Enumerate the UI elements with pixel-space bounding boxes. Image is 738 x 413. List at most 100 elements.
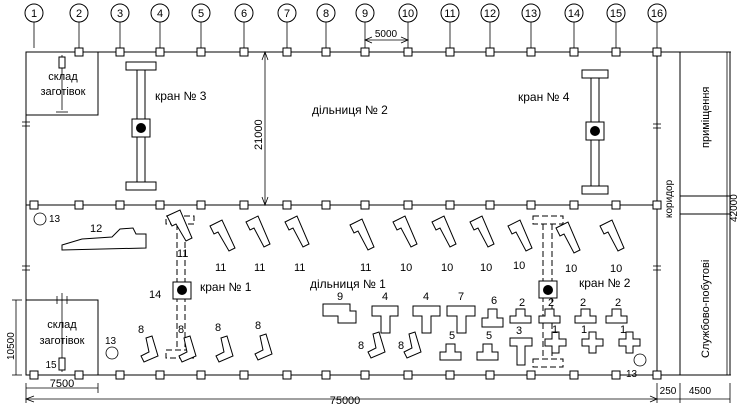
svg-text:11: 11 bbox=[215, 262, 226, 274]
svg-text:7: 7 bbox=[458, 291, 464, 303]
machine-13-right bbox=[633, 353, 647, 367]
svg-text:7: 7 bbox=[284, 8, 290, 20]
svg-text:8: 8 bbox=[255, 320, 261, 332]
premises-label: приміщення bbox=[700, 87, 712, 148]
svg-text:21000: 21000 bbox=[253, 119, 265, 150]
crane-3: кран № 3 bbox=[125, 61, 207, 191]
crane-4: кран № 4 bbox=[518, 69, 609, 195]
axis-markers: 1 2 3 4 5 6 7 8 9 10 11 12 13 14 15 16 bbox=[24, 3, 667, 48]
machine-5: 5 bbox=[476, 330, 499, 361]
span-dimension: 21000 bbox=[253, 50, 269, 207]
axis-10: 10 bbox=[398, 3, 418, 48]
svg-text:13: 13 bbox=[626, 369, 638, 380]
svg-text:1: 1 bbox=[620, 324, 626, 336]
svg-text:заготівок: заготівок bbox=[41, 86, 86, 98]
machine-13-bottom-left bbox=[105, 346, 119, 360]
total-height-dimension: 42000 bbox=[723, 51, 738, 376]
columns bbox=[29, 47, 662, 380]
svg-text:6: 6 bbox=[241, 8, 247, 20]
storage-bottom: склад заготівок 15 bbox=[25, 293, 99, 376]
machine-11 bbox=[209, 219, 236, 252]
svg-text:2: 2 bbox=[548, 297, 554, 309]
machine-2: 2 bbox=[574, 297, 597, 324]
machine-10 bbox=[599, 219, 625, 252]
svg-text:10: 10 bbox=[513, 260, 525, 272]
svg-text:11: 11 bbox=[444, 8, 455, 20]
svg-text:9: 9 bbox=[362, 8, 368, 20]
svg-text:13: 13 bbox=[525, 8, 537, 20]
section-1-label: дільниця № 1 bbox=[310, 277, 386, 291]
svg-text:4: 4 bbox=[157, 8, 163, 20]
svg-text:14: 14 bbox=[568, 8, 580, 20]
svg-text:8: 8 bbox=[358, 340, 364, 352]
svg-text:11: 11 bbox=[254, 262, 265, 274]
machine-10 bbox=[431, 215, 457, 248]
svg-text:14: 14 bbox=[149, 289, 161, 301]
axis-7: 7 bbox=[277, 3, 297, 48]
svg-text:10: 10 bbox=[610, 263, 622, 275]
svg-text:5: 5 bbox=[198, 8, 204, 20]
svg-text:15: 15 bbox=[610, 8, 622, 20]
svg-text:13: 13 bbox=[49, 214, 61, 225]
svg-text:1: 1 bbox=[581, 324, 587, 336]
svg-text:9: 9 bbox=[337, 291, 343, 303]
machine-11 bbox=[245, 215, 271, 248]
axis-2: 2 bbox=[69, 3, 89, 48]
axis-11: 11 bbox=[440, 3, 460, 48]
storage-height-dimension: 10500 bbox=[6, 299, 22, 376]
axis-14: 14 bbox=[564, 3, 584, 48]
axis-15: 15 bbox=[606, 3, 626, 48]
crane-1: 14 кран № 1 bbox=[149, 215, 252, 359]
svg-text:2: 2 bbox=[580, 297, 586, 309]
svg-text:5000: 5000 bbox=[375, 29, 398, 40]
svg-text:8: 8 bbox=[398, 340, 404, 352]
axis-3: 3 bbox=[110, 3, 130, 48]
machine-row-11-10: 11 11 11 11 11 10 10 10 10 10 Службово-п… bbox=[166, 209, 625, 275]
machine-10 bbox=[507, 219, 533, 252]
svg-text:42000: 42000 bbox=[729, 194, 738, 222]
machine-1: 1 bbox=[544, 324, 567, 354]
svg-text:3: 3 bbox=[117, 8, 123, 20]
svg-text:4: 4 bbox=[423, 291, 429, 303]
bay-dimension: 5000 bbox=[363, 29, 410, 44]
machine-10 bbox=[392, 215, 418, 248]
svg-text:11: 11 bbox=[360, 262, 371, 274]
axis-13: 13 bbox=[521, 3, 541, 48]
svg-text:2: 2 bbox=[76, 8, 82, 20]
machine-11 bbox=[166, 209, 193, 242]
machine-4: 4 bbox=[371, 291, 399, 334]
machine-7: 7 bbox=[446, 291, 476, 334]
svg-text:12: 12 bbox=[484, 8, 496, 20]
machine-11 bbox=[349, 218, 375, 251]
svg-text:заготівок: заготівок bbox=[40, 335, 85, 347]
crane-3-label: кран № 3 bbox=[155, 89, 207, 103]
machine-2: 2 bbox=[605, 297, 628, 324]
svg-text:5: 5 bbox=[486, 330, 492, 342]
crane-1-label: кран № 1 bbox=[200, 280, 252, 294]
machine-1: 1 bbox=[618, 324, 641, 354]
section-2-label: дільниця № 2 bbox=[312, 103, 388, 117]
svg-text:16: 16 bbox=[651, 8, 663, 20]
building-walls bbox=[22, 51, 731, 376]
svg-text:6: 6 bbox=[491, 295, 497, 307]
svg-text:250: 250 bbox=[660, 386, 677, 397]
machine-4: 4 bbox=[412, 291, 441, 334]
svg-text:8: 8 bbox=[178, 324, 184, 336]
machine-10 bbox=[555, 221, 581, 254]
svg-text:75000: 75000 bbox=[330, 395, 361, 407]
crane-4-label: кран № 4 bbox=[518, 90, 570, 104]
machine-15-label: 15 bbox=[45, 360, 57, 371]
axis-4: 4 bbox=[150, 3, 170, 48]
svg-text:10: 10 bbox=[565, 263, 577, 275]
svg-text:7500: 7500 bbox=[50, 378, 74, 390]
machine-6: 6 bbox=[481, 295, 504, 328]
svg-text:1: 1 bbox=[552, 324, 558, 336]
machine-2: 2 bbox=[538, 297, 561, 324]
machine-11 bbox=[284, 215, 310, 248]
bottom-dimensions: 7500 75000 250 4500 bbox=[24, 378, 731, 407]
machine-12: 12 bbox=[61, 223, 147, 251]
svg-text:8: 8 bbox=[323, 8, 329, 20]
svg-text:10: 10 bbox=[400, 262, 412, 274]
svg-text:1: 1 bbox=[31, 8, 37, 20]
